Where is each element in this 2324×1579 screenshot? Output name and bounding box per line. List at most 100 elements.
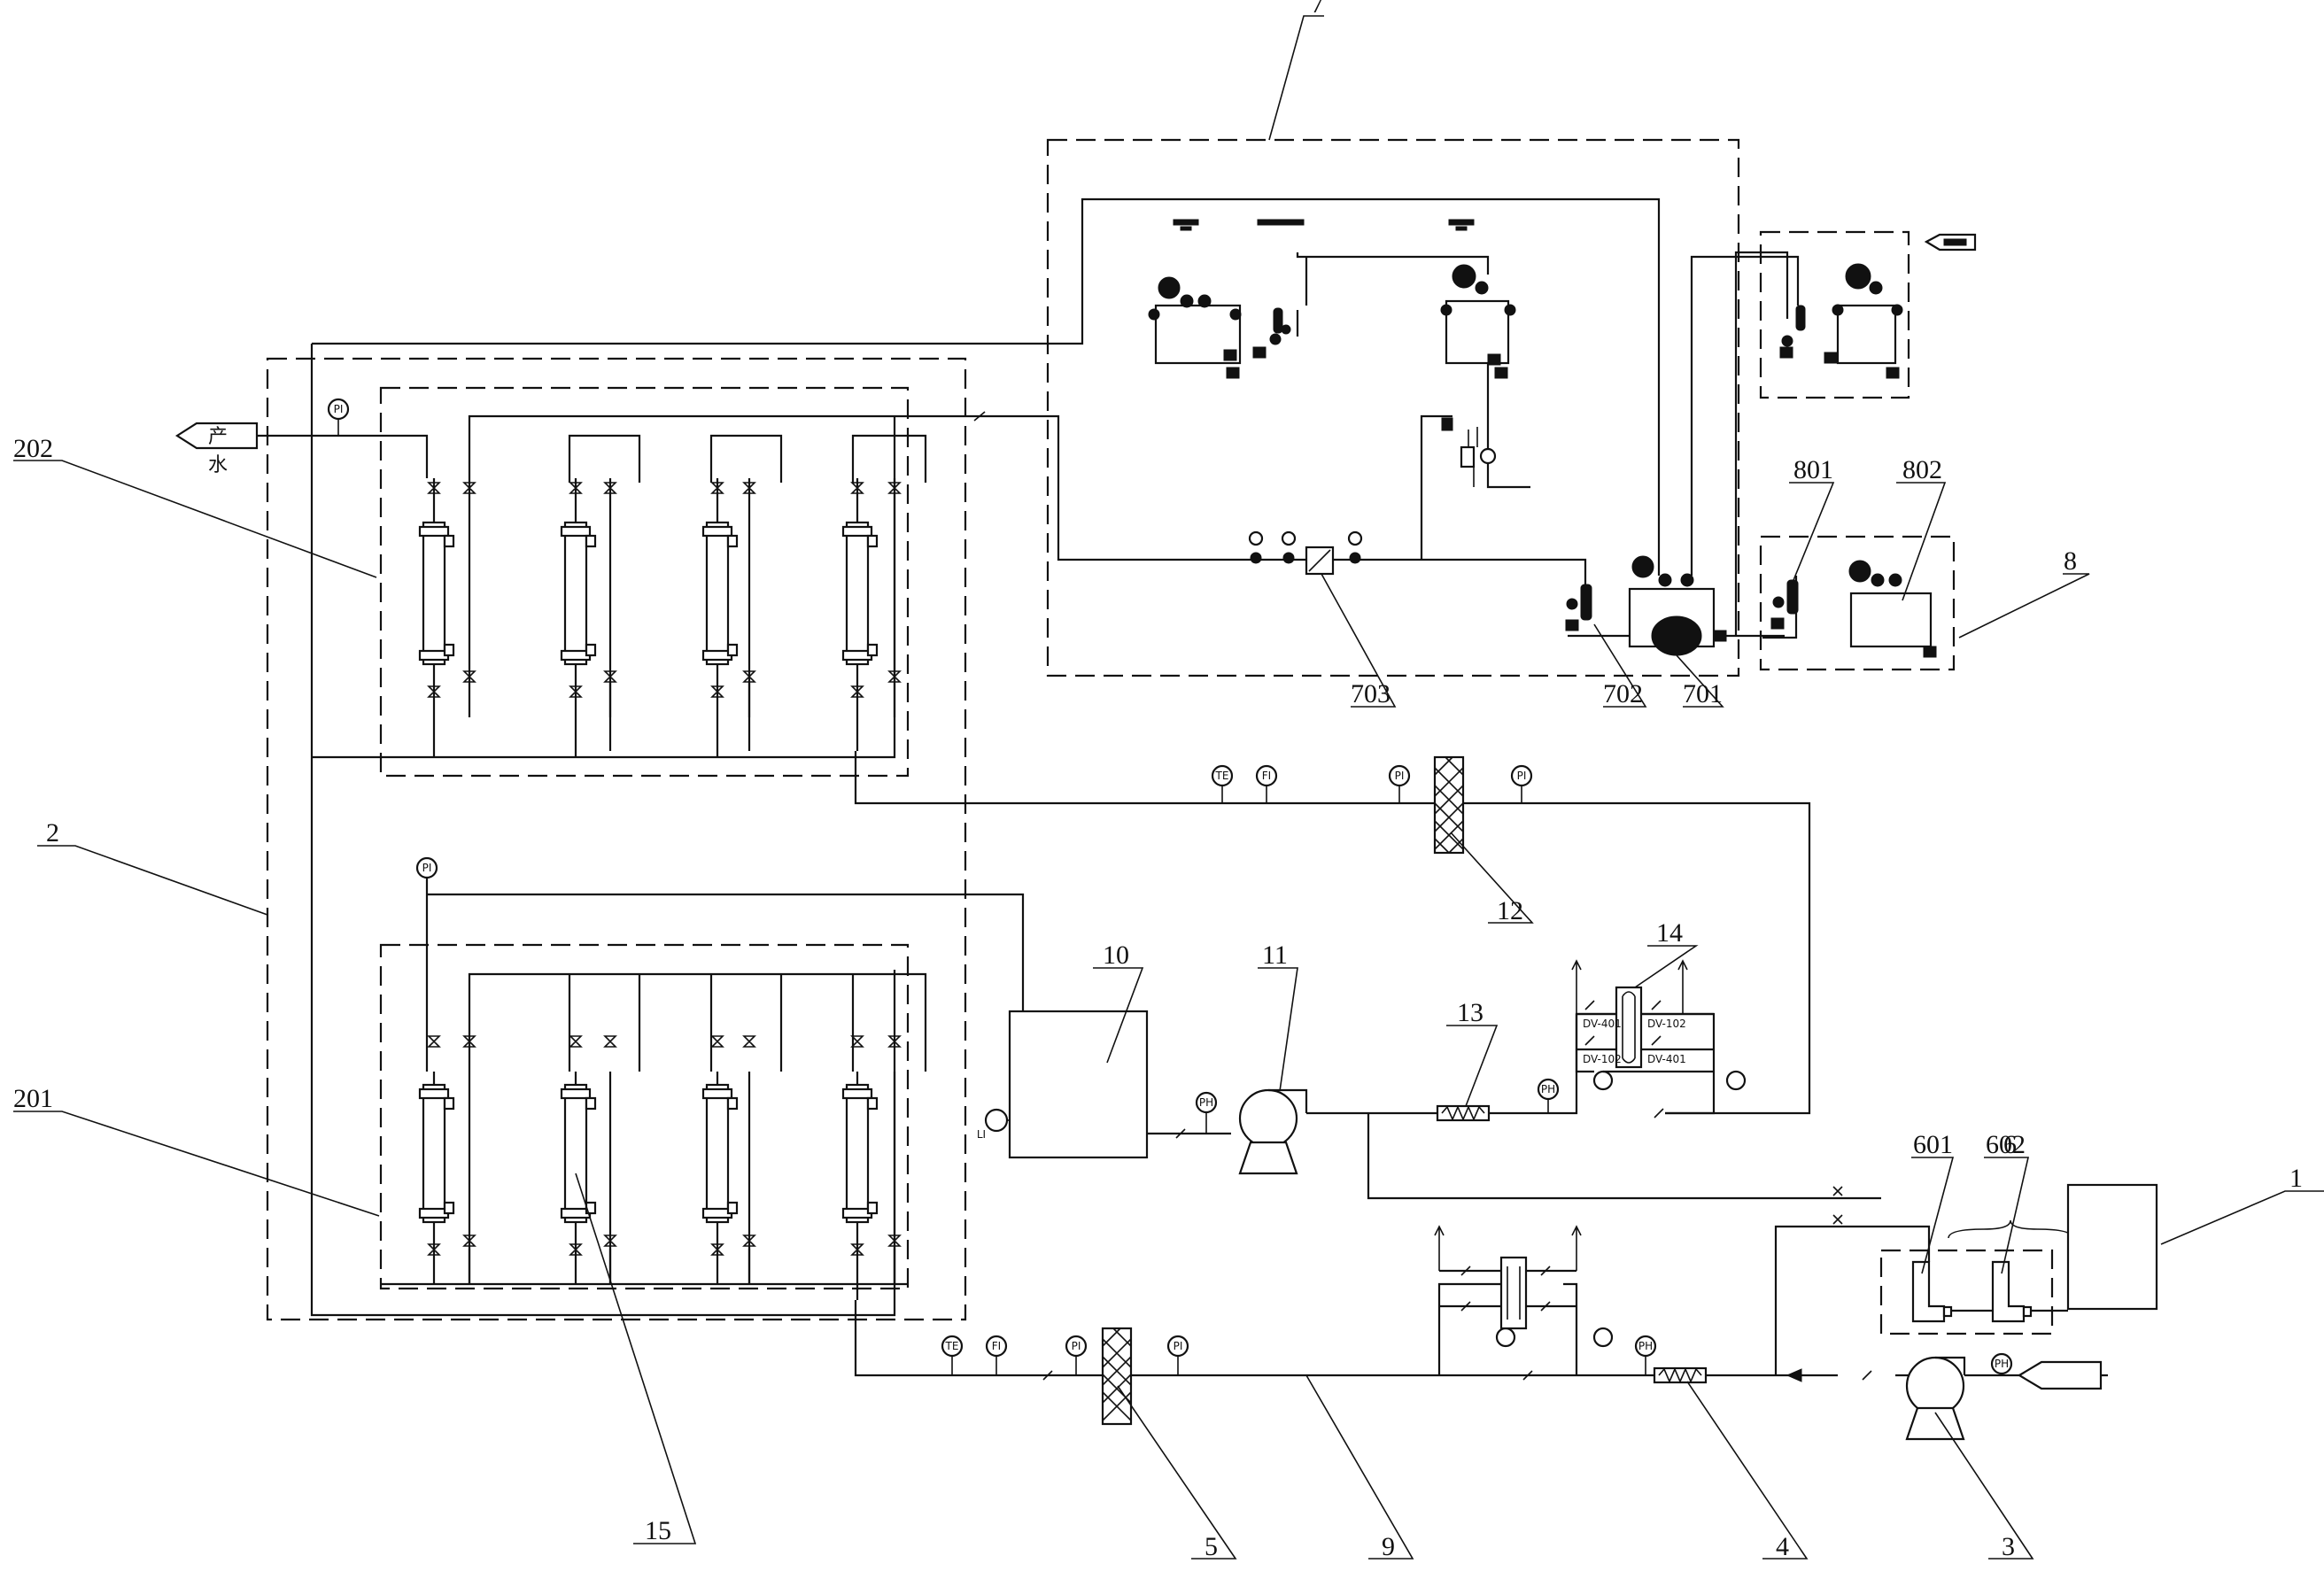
system-8-boundary bbox=[1759, 535, 1956, 671]
membrane-module-202-c bbox=[701, 521, 739, 666]
svg-text:PH: PH bbox=[1638, 1340, 1653, 1352]
svg-text:产: 产 bbox=[208, 426, 228, 448]
valve-group bbox=[427, 482, 1843, 1256]
small-valve-cluster-7 bbox=[1441, 417, 1497, 487]
svg-text:PI: PI bbox=[1072, 1340, 1081, 1352]
equipment-701 bbox=[1628, 555, 1727, 656]
fi-upper: FI bbox=[1255, 764, 1278, 803]
label-14: 14 bbox=[1656, 918, 1683, 948]
membrane-module-202-a bbox=[418, 521, 455, 666]
heat-exchanger-14: DV-401 DV-102 DV-102 DV-401 bbox=[1571, 959, 1714, 1073]
system-7-boundary bbox=[1046, 138, 1740, 677]
vessel-left-7 bbox=[1148, 276, 1242, 379]
filter-stack-7 bbox=[1252, 307, 1291, 359]
label-6: 6 bbox=[2003, 1130, 2017, 1159]
pi-lower-1: PI bbox=[1065, 1335, 1088, 1375]
label-601: 601 bbox=[1913, 1130, 1953, 1159]
loop-7-top bbox=[312, 197, 1661, 576]
label-15: 15 bbox=[645, 1516, 671, 1545]
svg-text:PI: PI bbox=[422, 862, 432, 874]
module-202-ties bbox=[432, 478, 896, 757]
product-water-terminal: 产 水 bbox=[174, 422, 259, 476]
label-5: 5 bbox=[1205, 1532, 1218, 1561]
label-9: 9 bbox=[1382, 1532, 1395, 1561]
line-6-link bbox=[1838, 1196, 1881, 1228]
svg-text:PH: PH bbox=[1995, 1358, 2009, 1370]
unit-601 bbox=[1911, 1260, 1953, 1323]
membrane-module-15 bbox=[560, 1083, 597, 1224]
pi-201: PI bbox=[415, 856, 438, 879]
tank-10 bbox=[1008, 1010, 1149, 1159]
equipment-702 bbox=[1565, 584, 1592, 631]
roof-device-3 bbox=[1448, 219, 1475, 231]
svg-text:FI: FI bbox=[1262, 770, 1271, 782]
svg-text:DV-102: DV-102 bbox=[1583, 1053, 1622, 1065]
flow-arrow-feed bbox=[1786, 1368, 1802, 1382]
filter-12 bbox=[1433, 755, 1465, 855]
label-3: 3 bbox=[2002, 1532, 2015, 1561]
roof-device-2 bbox=[1257, 219, 1305, 226]
gauge-14 bbox=[1495, 1070, 1747, 1348]
label-201: 201 bbox=[13, 1084, 53, 1113]
equipment-802 bbox=[1848, 560, 1937, 658]
membrane-module-201-d bbox=[841, 1083, 879, 1224]
upper-right-boundary bbox=[1759, 230, 1910, 399]
equipment-703 bbox=[1248, 530, 1363, 576]
label-202: 202 bbox=[13, 434, 53, 463]
system-6-boundary bbox=[1879, 1249, 2054, 1335]
label-1: 1 bbox=[2289, 1164, 2303, 1193]
manifold-201-bottom bbox=[468, 1249, 896, 1284]
fi-lower: FI bbox=[985, 1335, 1008, 1375]
te-lower: TE bbox=[941, 1335, 964, 1375]
check-valves bbox=[973, 411, 1872, 1381]
manifold-202-bottom bbox=[312, 416, 896, 759]
loop-7-vessel bbox=[1296, 252, 1530, 489]
svg-text:TE: TE bbox=[945, 1340, 959, 1352]
vessel-right-7 bbox=[1440, 264, 1516, 379]
label-13: 13 bbox=[1457, 998, 1483, 1027]
label-602: 602 bbox=[1986, 1130, 2026, 1159]
label-802: 802 bbox=[1902, 455, 1942, 484]
heater-13 bbox=[1436, 1104, 1491, 1122]
svg-text:水: 水 bbox=[208, 454, 228, 476]
label-703: 703 bbox=[1351, 679, 1391, 708]
leader-lines bbox=[13, 15, 2324, 1560]
te-upper: TE bbox=[1211, 764, 1234, 803]
product-water-line bbox=[257, 434, 429, 478]
manifold-202-top bbox=[468, 414, 1587, 584]
system-2-boundary bbox=[266, 357, 967, 1321]
svg-text:DV-401: DV-401 bbox=[1583, 1018, 1622, 1030]
svg-text:PI: PI bbox=[334, 403, 344, 415]
heat-exchanger-lower bbox=[1434, 1225, 1582, 1330]
line-201-to-10 bbox=[427, 893, 1025, 1011]
number-labels: 7 202 2 201 15 5 9 4 3 1 12 13 14 11 10 … bbox=[13, 0, 2303, 1561]
svg-text:TE: TE bbox=[1215, 770, 1229, 782]
feed-line-9 bbox=[854, 1300, 1838, 1377]
ph-11: PH bbox=[1195, 1091, 1218, 1134]
label-8: 8 bbox=[2064, 546, 2077, 576]
svg-text:PH: PH bbox=[1199, 1096, 1213, 1109]
label-701: 701 bbox=[1683, 679, 1723, 708]
manifold-201-top bbox=[468, 972, 927, 1072]
svg-text:DV-102: DV-102 bbox=[1647, 1018, 1686, 1030]
filter-5 bbox=[1101, 1327, 1133, 1426]
svg-text:PH: PH bbox=[1541, 1083, 1555, 1095]
loop-7-bottom bbox=[1568, 251, 1789, 638]
pi-lower-2: PI bbox=[1166, 1335, 1189, 1375]
svg-text:PI: PI bbox=[1174, 1340, 1183, 1352]
label-11: 11 bbox=[1262, 940, 1288, 970]
cooler-loop-9 bbox=[1437, 1282, 1578, 1375]
return-line-202 bbox=[310, 344, 896, 1317]
pump-3 bbox=[1905, 1356, 1966, 1441]
line-11-down bbox=[1367, 1113, 1838, 1200]
label-4: 4 bbox=[1776, 1532, 1789, 1561]
label-702: 702 bbox=[1603, 679, 1643, 708]
membrane-module-202-b bbox=[560, 521, 597, 666]
module-201-boundary bbox=[379, 943, 910, 1290]
svg-text:FI: FI bbox=[992, 1340, 1001, 1352]
roof-device-1 bbox=[1173, 219, 1199, 231]
vessel-upper-right bbox=[1779, 263, 1903, 379]
equipment-801 bbox=[1770, 579, 1799, 630]
svg-text:DV-401: DV-401 bbox=[1647, 1053, 1686, 1065]
